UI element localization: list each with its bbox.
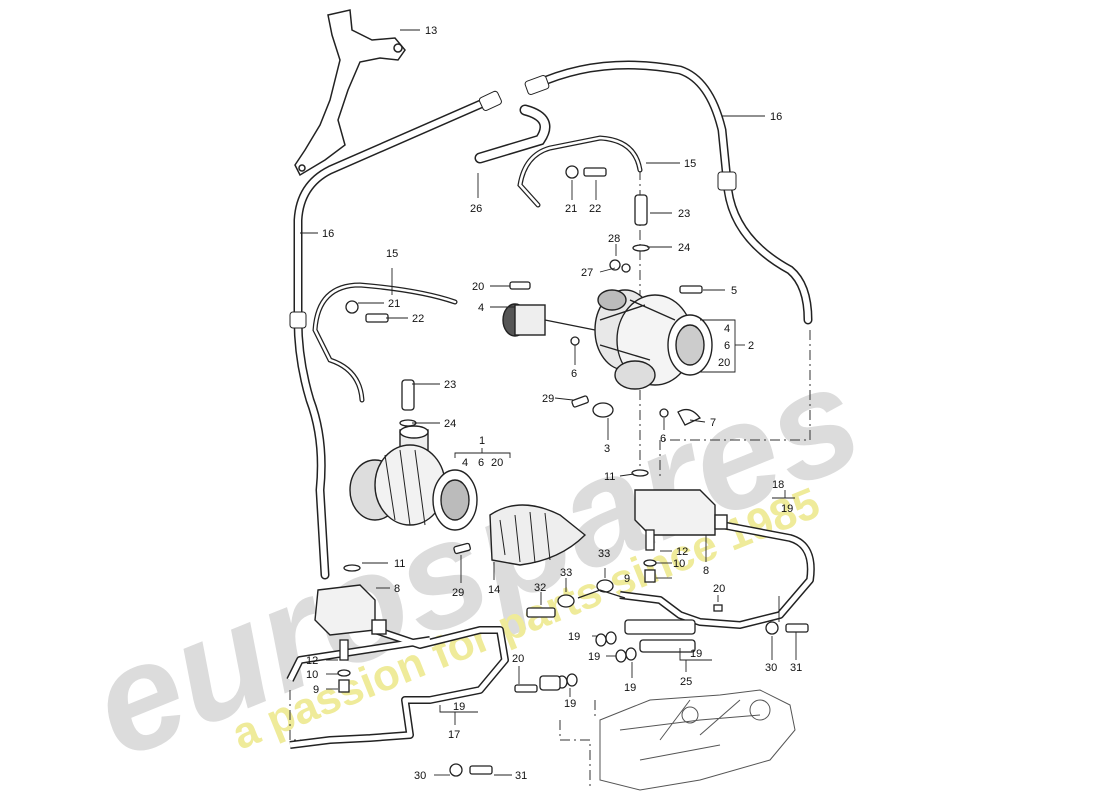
callout-11: 11 [604,471,615,483]
callout-6: 6 [478,457,484,469]
callout-20: 20 [713,583,725,595]
callout-20: 20 [472,281,484,293]
callout-25: 25 [680,676,692,688]
callout-6: 6 [724,340,730,352]
callout-1: 1 [479,435,485,447]
callout-20: 20 [512,653,524,665]
callout-23: 23 [678,208,690,220]
callout-22: 22 [412,313,424,325]
callout-31: 31 [790,662,802,674]
callout-31: 31 [515,770,527,782]
callout-22: 22 [589,203,601,215]
callout-29: 29 [452,587,464,599]
callout-18: 18 [772,479,784,491]
callout-9: 9 [624,573,630,585]
watermark: eurospares a passion for parts since 198… [69,331,882,790]
callout-4: 4 [462,457,468,469]
callout-16: 16 [322,228,334,240]
pipe-16-right [530,60,813,325]
callout-19: 19 [453,701,465,713]
callout-19: 19 [564,698,576,710]
callout-6: 6 [660,433,666,445]
callout-24: 24 [444,418,456,430]
callout-6: 6 [571,368,577,380]
callout-4: 4 [478,302,484,314]
leader-lines [300,29,797,776]
callout-11: 11 [394,558,405,570]
callout-19: 19 [588,651,600,663]
wastegate-actuator-right [502,303,596,337]
callout-30: 30 [765,662,777,674]
callout-10: 10 [673,558,685,570]
callout-19: 19 [568,631,580,643]
callout-19: 19 [690,648,702,660]
bracket-13 [294,9,406,177]
callout-12: 12 [676,546,688,558]
callout-2: 2 [748,340,754,352]
callout-33: 33 [598,548,610,560]
callout-10: 10 [306,669,318,681]
callout-9: 9 [313,684,319,696]
callout-19: 19 [781,503,793,515]
fasteners [337,165,809,777]
callout-33: 33 [560,567,572,579]
hose-26 [474,104,551,164]
callout-23: 23 [444,379,456,391]
callout-12: 12 [306,655,318,667]
turbocharger-right [594,289,713,390]
callout-3: 3 [604,443,610,455]
callout-30: 30 [414,770,426,782]
callout-32: 32 [534,582,546,594]
callout-28: 28 [608,233,620,245]
callout-8: 8 [703,565,709,577]
watermark-brand: eurospares [69,331,882,790]
callout-16: 16 [770,111,782,123]
callout-7: 7 [710,417,716,429]
housing-8-left [314,584,387,636]
callout-20: 20 [718,357,730,369]
housing-8-right [634,489,728,536]
callout-4: 4 [724,323,730,335]
callout-24: 24 [678,242,690,254]
callout-20: 20 [491,457,503,469]
callout-21: 21 [565,203,577,215]
callout-29: 29 [542,393,554,405]
callout-13: 13 [425,25,437,37]
callout-15: 15 [386,248,398,260]
callout-14: 14 [488,584,500,596]
callout-15: 15 [684,158,696,170]
callout-17: 17 [448,729,460,741]
callout-26: 26 [470,203,482,215]
callout-8: 8 [394,583,400,595]
callout-5: 5 [731,285,737,297]
engine-sketch [599,689,796,791]
turbocharger-left [349,425,478,531]
callout-27: 27 [581,267,593,279]
heat-shield-14 [489,504,587,566]
callout-labels: 13 16 16 15 15 26 21 22 23 24 28 27 20 4… [306,25,802,782]
callout-19: 19 [624,682,636,694]
callout-21: 21 [388,298,400,310]
